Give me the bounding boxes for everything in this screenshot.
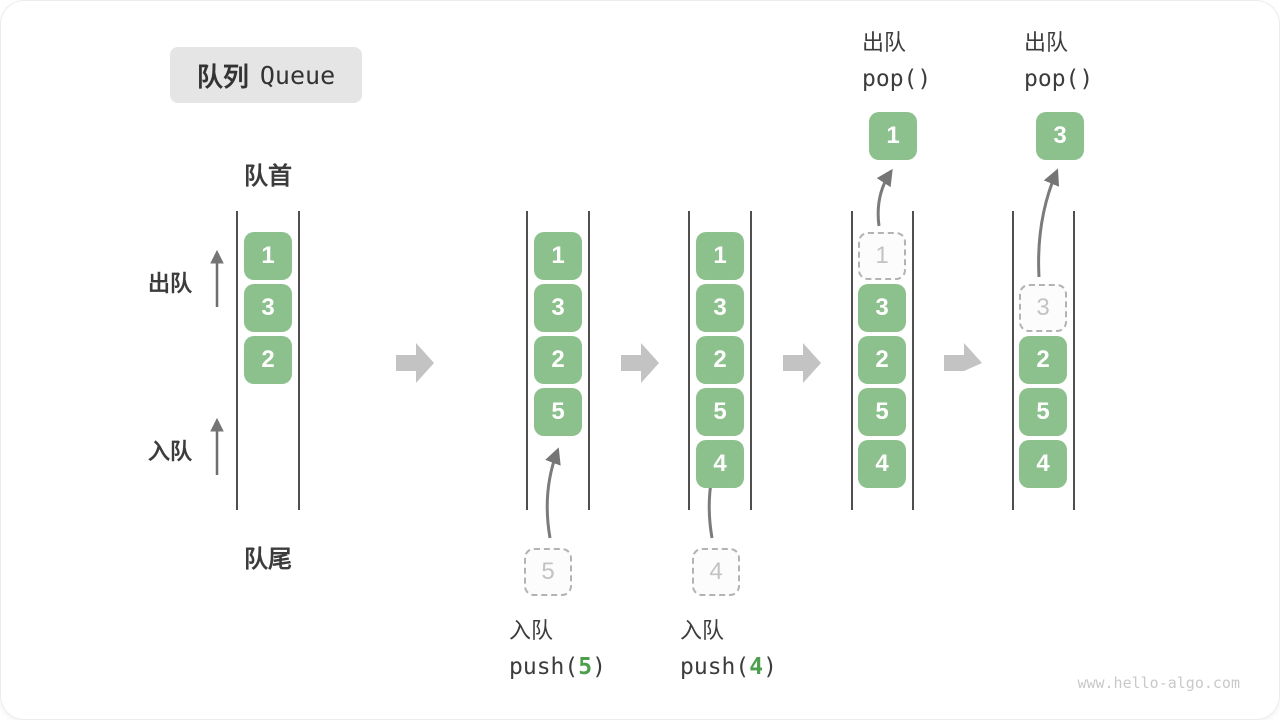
queue3-cell: 1 [696, 232, 744, 280]
pop-arrow-icon [1037, 168, 1060, 278]
queue3-cell: 2 [696, 336, 744, 384]
queue2-cell: 3 [534, 284, 582, 332]
watermark: www.hello-algo.com [1077, 674, 1240, 692]
queue4-cell: 2 [858, 336, 906, 384]
queue5-ghost-cell: 3 [1019, 284, 1067, 332]
enqueue-op-label: 入队 push(4) [680, 616, 777, 682]
label-queue-front: 队首 [244, 163, 292, 190]
queue3-wall-right [750, 211, 752, 510]
state-transition-arrow-icon [783, 343, 821, 383]
title-box: 队列 Queue [170, 47, 362, 103]
queue4-cell: 3 [858, 284, 906, 332]
dequeue-op-zh: 出队 [862, 30, 907, 55]
enqueue-op-code: push(5) [509, 654, 606, 680]
enqueue-op-label: 入队 push(5) [509, 616, 606, 682]
queue4-wall-left [851, 211, 853, 510]
queue3-cell: 5 [696, 388, 744, 436]
push-arg: 5 [578, 654, 593, 680]
queue5-popped-cell: 3 [1036, 112, 1084, 160]
dequeue-op-label: 出队 pop() [1024, 28, 1093, 94]
label-dequeue-side: 出队 [148, 271, 193, 296]
enqueue-op-zh: 入队 [509, 618, 554, 643]
queue3-wall-left [688, 211, 690, 510]
push-arg: 4 [749, 654, 764, 680]
label-enqueue-side: 入队 [148, 439, 193, 464]
queue4-wall-right [912, 211, 914, 510]
queue5-cell: 5 [1019, 388, 1067, 436]
queue1-cell: 1 [244, 232, 292, 280]
queue1-cell: 2 [244, 336, 292, 384]
queue4-cell: 4 [858, 440, 906, 488]
queue3-cell: 4 [696, 440, 744, 488]
queue2-wall-right [588, 211, 590, 510]
enqueue-op-zh: 入队 [680, 618, 725, 643]
dequeue-op-code: pop() [1024, 66, 1094, 92]
queue4-popped-cell: 1 [869, 112, 917, 160]
pop-arrow-icon [876, 168, 893, 227]
queue2-wall-left [526, 211, 528, 510]
title-en: Queue [259, 60, 336, 90]
queue5-wall-left [1012, 211, 1014, 510]
queue2-cell: 5 [534, 388, 582, 436]
queue2-cell: 2 [534, 336, 582, 384]
label-queue-rear: 队尾 [244, 546, 292, 573]
dequeue-op-zh: 出队 [1024, 30, 1069, 55]
queue4-cell: 5 [858, 388, 906, 436]
queue2-cell: 1 [534, 232, 582, 280]
queue5-wall-right [1073, 211, 1075, 510]
dequeue-op-code: pop() [862, 66, 932, 92]
title-zh: 队列 [196, 61, 249, 92]
state-transition-arrow-icon [944, 343, 982, 371]
queue3-pending-cell: 4 [692, 548, 740, 596]
queue1-cell: 3 [244, 284, 292, 332]
queue1-wall-left [236, 211, 238, 510]
state-transition-arrow-icon [396, 343, 434, 383]
queue4-ghost-cell: 1 [858, 232, 906, 280]
queue5-cell: 4 [1019, 440, 1067, 488]
dequeue-op-label: 出队 pop() [862, 28, 931, 94]
push-arrow-icon [545, 447, 561, 539]
queue1-wall-right [298, 211, 300, 510]
enqueue-op-code: push(4) [680, 654, 777, 680]
queue2-pending-cell: 5 [524, 548, 572, 596]
state-transition-arrow-icon [621, 343, 659, 383]
queue5-cell: 2 [1019, 336, 1067, 384]
queue3-cell: 3 [696, 284, 744, 332]
